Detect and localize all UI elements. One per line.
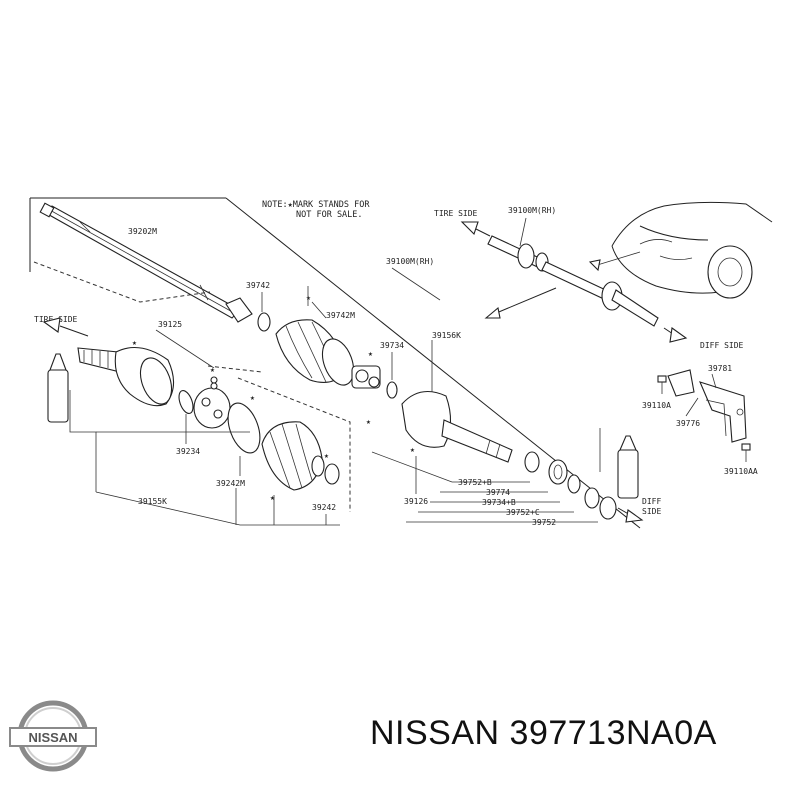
label-39781: 39781 [708, 364, 732, 373]
label-39242: 39242 [312, 503, 336, 512]
label-39202M: 39202M [128, 227, 157, 236]
inset-pointer-icon [588, 259, 601, 272]
star-mark-6: ★ [306, 293, 311, 302]
label-39752: 39752 [532, 518, 556, 527]
note-line-2: NOT FOR SALE. [296, 210, 363, 220]
arrow-diff-side-top-icon [663, 327, 688, 343]
product-caption: NISSAN 397713NA0A [370, 714, 717, 752]
bearing-rings [524, 451, 617, 520]
bolt-39110AA [741, 443, 751, 462]
arrow-diff-side-bottom-icon [617, 507, 644, 523]
grease-tube-right [617, 435, 639, 499]
label-diff-bottom-1: DIFF [642, 497, 661, 506]
star-mark-5: ★ [270, 493, 275, 502]
star-mark-9: ★ [410, 445, 415, 454]
label-diff-bottom-2: SIDE [642, 507, 661, 516]
label-39742: 39742 [246, 281, 270, 290]
label-39774: 39774 [486, 488, 510, 497]
star-mark-2: ★ [210, 365, 215, 374]
arrow-tire-side-top-icon [460, 221, 491, 237]
leader-lines-lower [371, 451, 598, 523]
bearing-cage [193, 376, 231, 429]
boot-lower [261, 421, 325, 491]
bolt-39110A [657, 375, 667, 394]
label-39100M-RH: 39100M(RH) [386, 257, 434, 266]
nissan-logo: NISSAN [9, 700, 97, 772]
label-tire-side-top: TIRE SIDE [434, 209, 478, 218]
star-mark-4: ★ [324, 451, 329, 460]
label-39110A: 39110A [642, 401, 671, 410]
circlip-39234 [178, 389, 194, 415]
label-39125: 39125 [158, 320, 182, 329]
clamp-39742 [257, 312, 271, 332]
nissan-logo-text: NISSAN [28, 730, 77, 745]
label-39752C: 39752+C [506, 508, 540, 517]
star-mark-8: ★ [366, 417, 371, 426]
label-39234: 39234 [176, 447, 200, 456]
inset-axle [487, 235, 659, 327]
inner-joint-housing [401, 390, 513, 463]
bracket-39781 [667, 369, 747, 443]
vehicle-inset [611, 201, 773, 299]
tripod-joint [351, 365, 381, 389]
label-39156K: 39156K [432, 331, 461, 340]
label-39110AA: 39110AA [724, 467, 758, 476]
note-line-1: NOTE:★MARK STANDS FOR [262, 200, 370, 210]
snap-ring-39734 [386, 381, 398, 399]
clamp-39242M [227, 402, 261, 454]
label-39155K: 39155K [138, 497, 167, 506]
label-39734: 39734 [380, 341, 404, 350]
label-39742M: 39742M [326, 311, 355, 320]
clamp-39242 [324, 463, 340, 485]
label-39126: 39126 [404, 497, 428, 506]
star-mark-1: ★ [132, 338, 137, 347]
label-39100M-RH-top: 39100M(RH) [508, 206, 556, 215]
star-mark-7: ★ [368, 349, 373, 358]
outer-cv-joint [77, 346, 175, 407]
diagram-frame [29, 197, 641, 529]
label-39734B: 39734+B [482, 498, 516, 507]
label-diff-side-top: DIFF SIDE [700, 341, 744, 350]
label-39242M: 39242M [216, 479, 245, 488]
shaft-39202M [39, 202, 253, 323]
callout-arrow-icon [484, 287, 557, 319]
grease-tube-left [47, 353, 69, 423]
clamp-39742M [321, 338, 355, 386]
label-39752B: 39752+B [458, 478, 492, 487]
label-39776: 39776 [676, 419, 700, 428]
star-mark-3: ★ [250, 393, 255, 402]
arrow-tire-side-left-icon [42, 317, 89, 337]
